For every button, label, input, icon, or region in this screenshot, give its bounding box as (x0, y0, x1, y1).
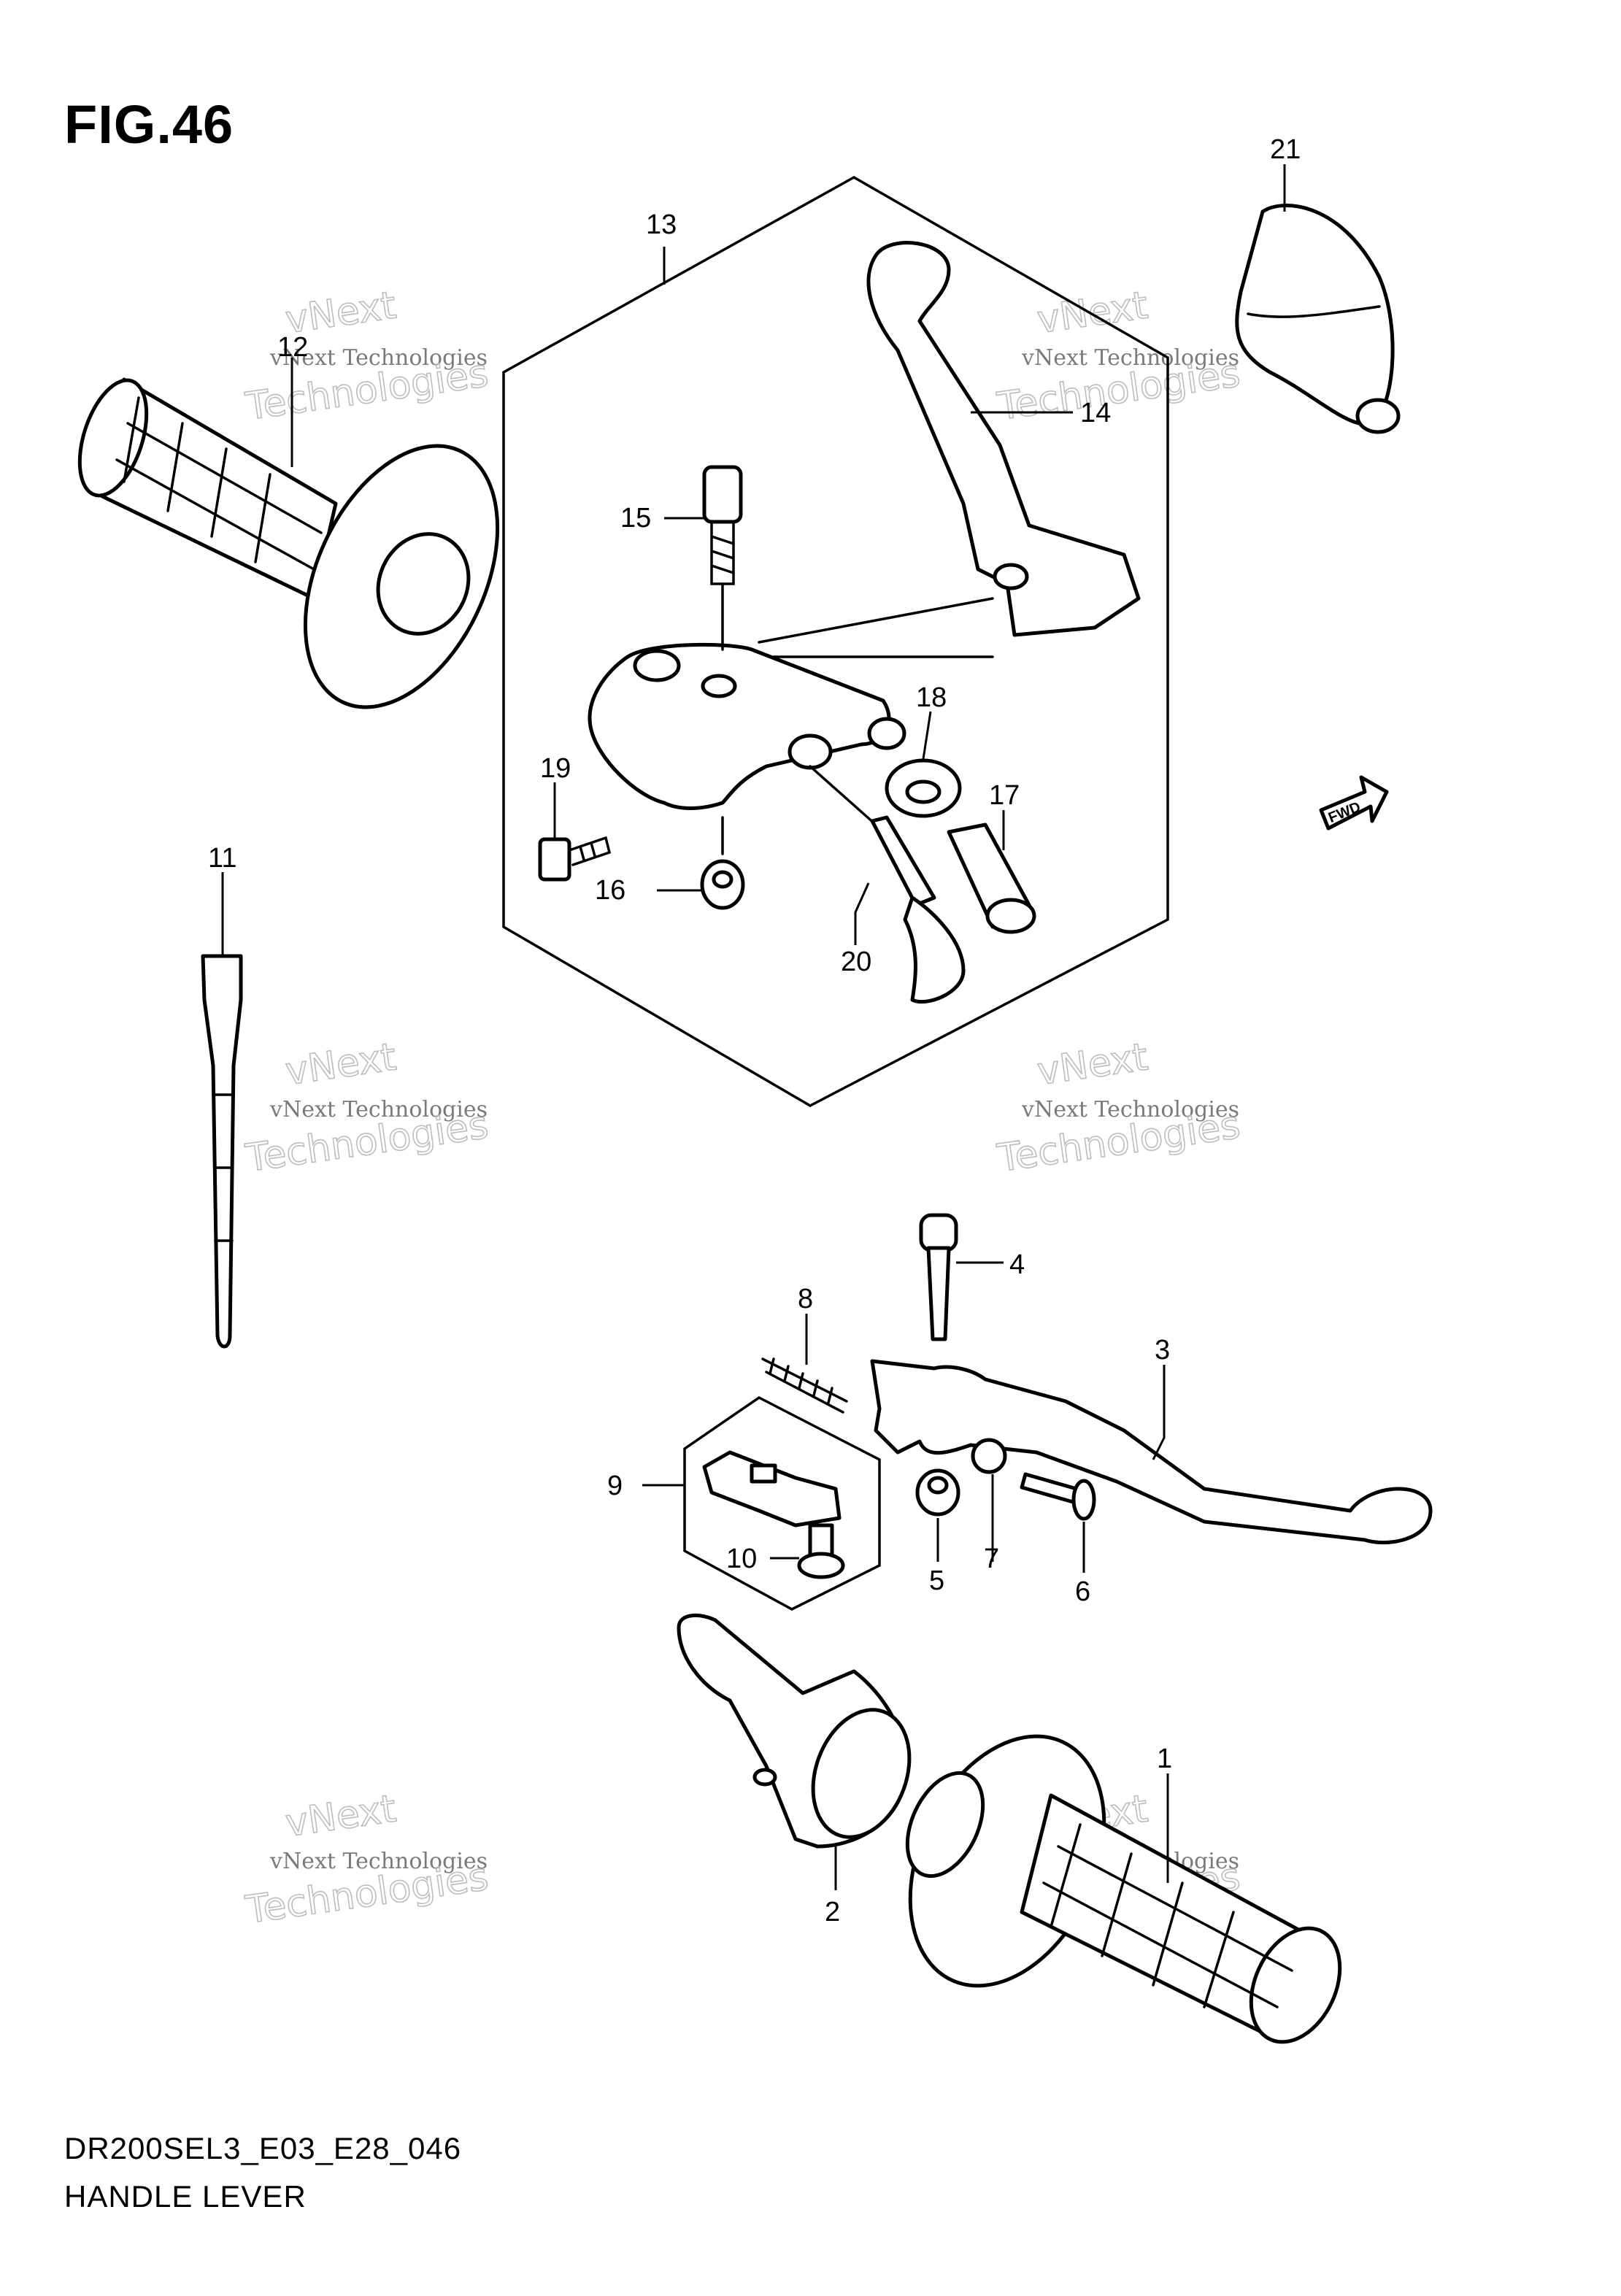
callout-1: 1 (1157, 1744, 1172, 1774)
forward-arrow: FWD (1319, 775, 1389, 831)
callout-12: 12 (277, 332, 308, 363)
watermark-text: vNext Technologies (1021, 1097, 1239, 1122)
tie-strap-part (201, 954, 243, 1349)
lever-bracket-part (588, 642, 906, 810)
callout-20: 20 (841, 947, 871, 977)
callout-4: 4 (1009, 1249, 1025, 1280)
watermark-word: vNext (283, 1036, 399, 1095)
cable-20-part (809, 765, 966, 1004)
nut-5-part (915, 1468, 960, 1517)
callout-16: 16 (595, 875, 625, 906)
bolt-15-part (702, 465, 743, 585)
nut-16-part (700, 859, 745, 910)
callout-17: 17 (989, 780, 1020, 811)
callout-15: 15 (620, 503, 651, 533)
watermark-text: vNext Technologies (1021, 345, 1239, 371)
bolt-19-part (538, 836, 612, 882)
watermark-word: vNext (1035, 1036, 1151, 1095)
callout-2: 2 (825, 1897, 840, 1927)
callout-18: 18 (916, 682, 947, 713)
assembly-outline-9 (683, 1395, 881, 1611)
pivot-bolt-4-part (919, 1213, 958, 1341)
callout-labels: 1 2 3 4 5 6 7 8 9 10 11 12 13 14 15 16 1… (208, 134, 1301, 1927)
left-grip-part (77, 377, 500, 709)
callout-19: 19 (540, 753, 571, 784)
washer-7-part (971, 1438, 1007, 1474)
diagram-name: HANDLE LEVER (64, 2179, 307, 2214)
model-code: DR200SEL3_E03_E28_046 (64, 2131, 462, 2165)
assembly-guide-lines (721, 582, 994, 855)
callout-13: 13 (646, 209, 677, 240)
assembly-outline-13 (502, 175, 1169, 1107)
adjuster-17-part (947, 823, 1036, 934)
watermark-text: vNext Technologies (269, 345, 488, 371)
adjuster-nut-18-part (885, 758, 962, 818)
leader-lines (221, 164, 1286, 1890)
callout-5: 5 (929, 1565, 944, 1596)
figure-title: FIG.46 (64, 94, 234, 155)
callout-3: 3 (1155, 1335, 1170, 1365)
clutch-lever-part (866, 241, 1141, 637)
throttle-housing-part (677, 1613, 912, 1849)
callout-21: 21 (1270, 134, 1301, 165)
screw-6-part (1020, 1472, 1096, 1521)
callout-10: 10 (726, 1544, 757, 1574)
watermark-word: vNext (283, 1787, 399, 1846)
callout-7: 7 (984, 1544, 999, 1574)
callout-9: 9 (607, 1471, 623, 1501)
right-grip-part (905, 1734, 1342, 2044)
screw-10-part (797, 1523, 845, 1579)
brake-lever-part (870, 1359, 1433, 1545)
cover-part (1235, 204, 1401, 434)
brake-switch-part (702, 1450, 842, 1528)
watermark-text: vNext Technologies (269, 1849, 488, 1874)
spring-8-part (761, 1357, 848, 1414)
callout-14: 14 (1080, 398, 1111, 428)
callout-6: 6 (1075, 1576, 1090, 1607)
callout-8: 8 (798, 1284, 813, 1314)
watermark-text: vNext Technologies (269, 1097, 488, 1122)
callout-11: 11 (208, 843, 236, 874)
